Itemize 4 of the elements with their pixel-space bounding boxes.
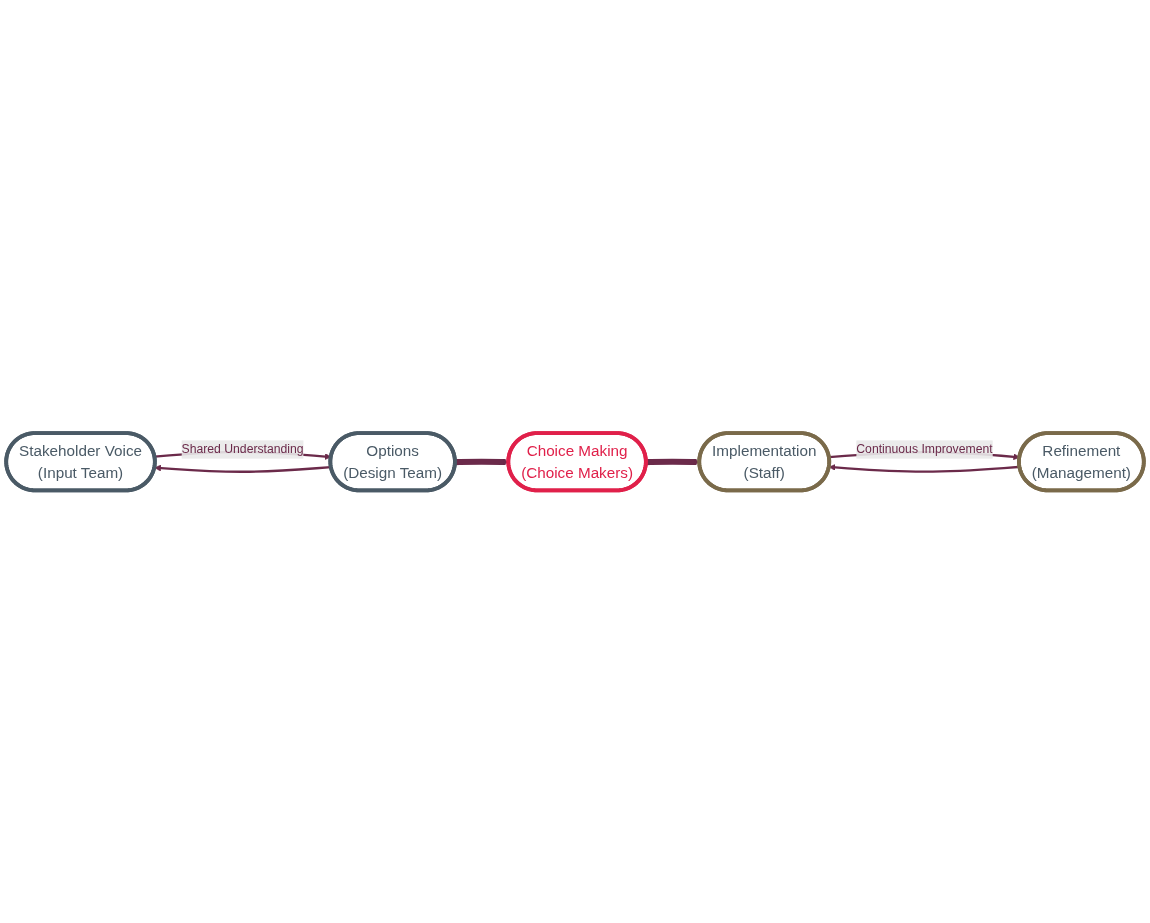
- arrow: [646, 458, 700, 466]
- edge-label: Continuous Improvement: [856, 442, 993, 456]
- arrow: [455, 458, 509, 466]
- edge-label: Shared Understanding: [181, 442, 304, 456]
